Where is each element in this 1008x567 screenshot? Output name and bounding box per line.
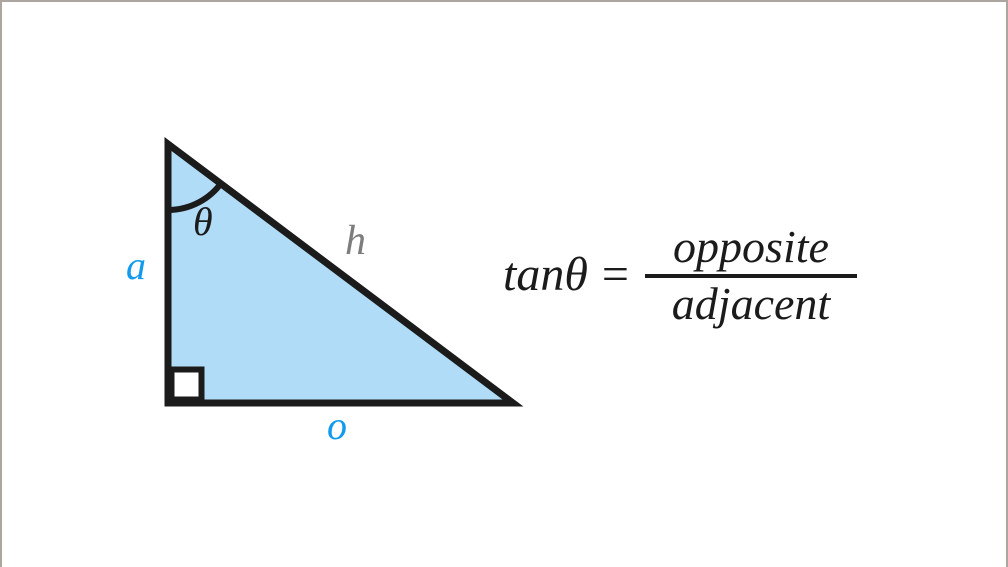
hypotenuse-label: h: [345, 218, 366, 264]
canvas-frame-top-edge: [0, 0, 1008, 2]
formula-fraction: opposite adjacent: [645, 222, 857, 328]
adjacent-leg-label: a: [126, 243, 146, 288]
formula-equals-sign: =: [601, 248, 629, 302]
fraction-numerator: opposite: [673, 221, 829, 272]
canvas-frame-right-edge: [1006, 0, 1008, 567]
fraction-denominator: adjacent: [671, 277, 831, 329]
canvas-frame-left-edge: [0, 0, 2, 567]
fraction-bar: [645, 273, 857, 278]
trig-formula: tanθ = opposite adjacent: [503, 222, 857, 328]
angle-arc-theta-icon: [167, 180, 225, 214]
angle-label-theta: θ: [193, 199, 213, 244]
formula-left-hand-side: tanθ: [503, 248, 588, 302]
right-angle-marker-icon: [168, 366, 205, 403]
triangle-outline: [164, 136, 524, 407]
opposite-leg-label: o: [327, 403, 347, 448]
